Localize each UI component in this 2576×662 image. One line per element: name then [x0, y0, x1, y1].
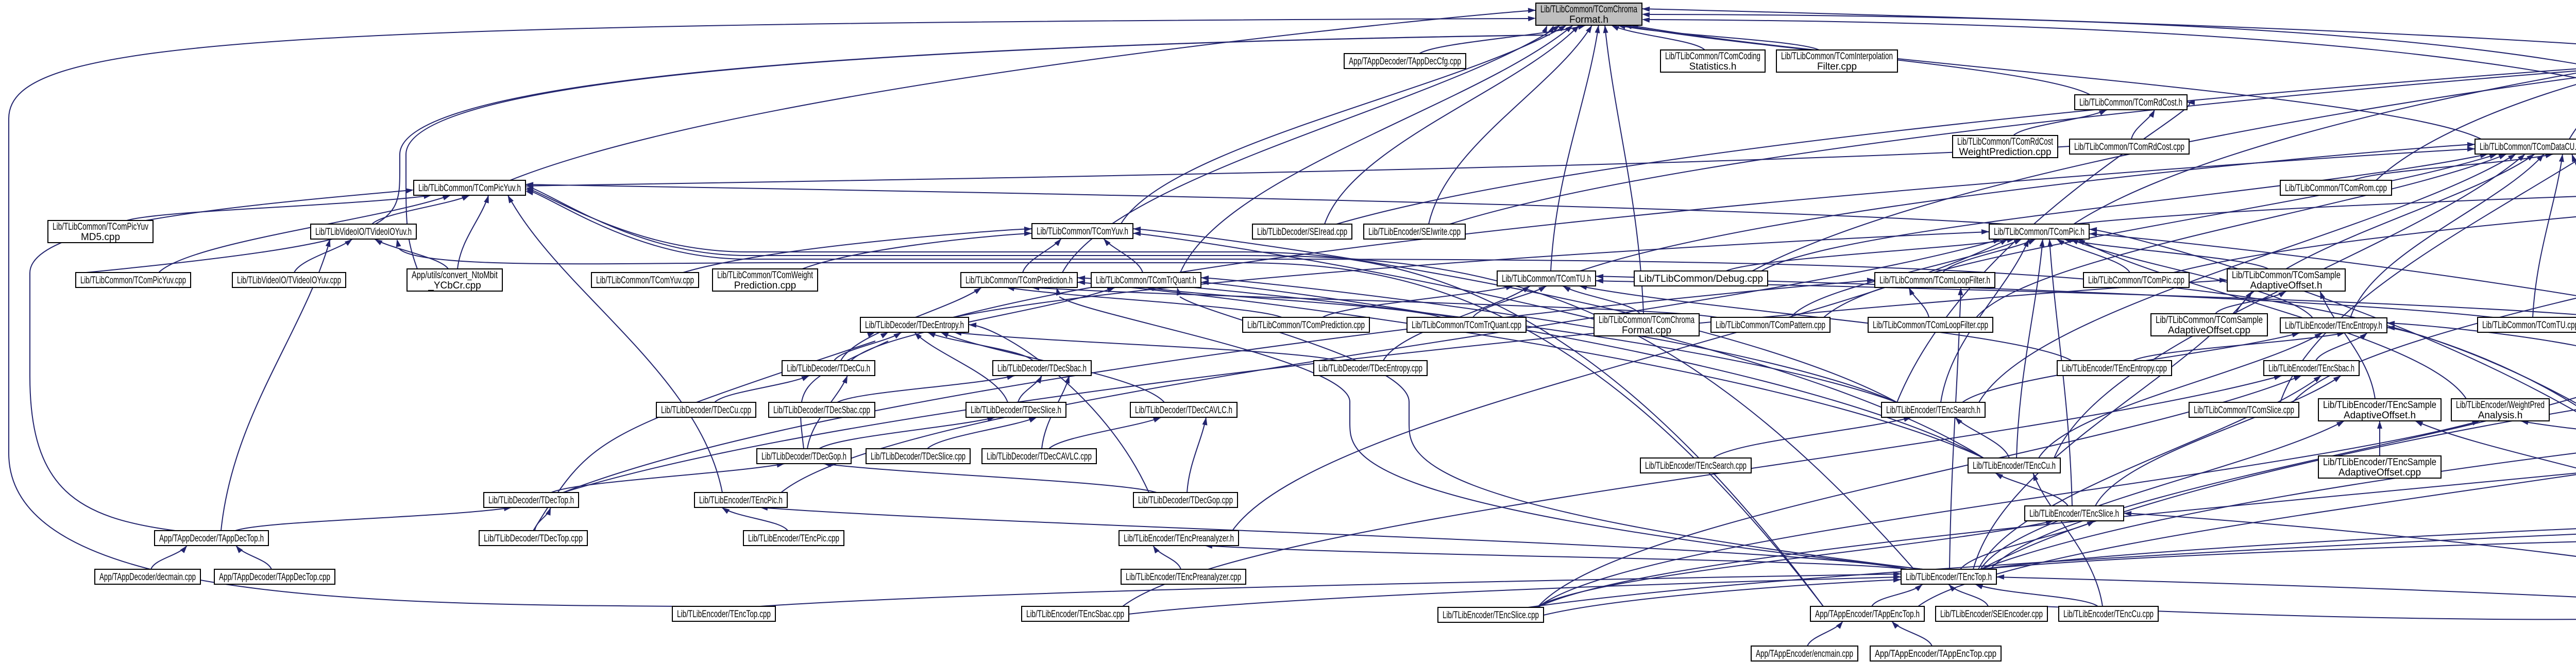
svg-text:Lib/TLibCommon/TComRdCost.cpp: Lib/TLibCommon/TComRdCost.cpp — [2074, 142, 2184, 152]
svg-text:Lib/TLibEncoder/SEIwrite.cpp: Lib/TLibEncoder/SEIwrite.cpp — [1368, 227, 1461, 237]
svg-text:Lib/TLibCommon/TComSlice.cpp: Lib/TLibCommon/TComSlice.cpp — [2194, 405, 2294, 416]
svg-text:Lib/TLibEncoder/TEncSearch.cpp: Lib/TLibEncoder/TEncSearch.cpp — [1645, 461, 1747, 471]
svg-text:Lib/TLibEncoder/WeightPred: Lib/TLibEncoder/WeightPred — [2456, 400, 2545, 411]
svg-text:Lib/TLibCommon/TComPicYuv.h: Lib/TLibCommon/TComPicYuv.h — [418, 183, 521, 194]
svg-text:Lib/TLibCommon/TComRdCost.h: Lib/TLibCommon/TComRdCost.h — [2079, 97, 2182, 108]
svg-text:MD5.cpp: MD5.cpp — [81, 232, 120, 243]
svg-text:Lib/TLibDecoder/TDecEntropy.h: Lib/TLibDecoder/TDecEntropy.h — [865, 320, 964, 331]
svg-text:Lib/TLibDecoder/TDecCu.h: Lib/TLibDecoder/TDecCu.h — [787, 363, 870, 374]
svg-text:AdaptiveOffset.cpp: AdaptiveOffset.cpp — [2168, 325, 2250, 336]
svg-text:Lib/TLibCommon/TComTrQuant.h: Lib/TLibCommon/TComTrQuant.h — [1096, 275, 1196, 286]
svg-text:Lib/TLibDecoder/TDecSlice.cpp: Lib/TLibDecoder/TDecSlice.cpp — [871, 451, 965, 462]
svg-text:Lib/TLibCommon/TComChroma: Lib/TLibCommon/TComChroma — [1540, 4, 1637, 15]
svg-text:Lib/TLibCommon/TComLoopFilter.: Lib/TLibCommon/TComLoopFilter.h — [1879, 275, 1990, 286]
svg-text:Lib/TLibEncoder/TEncTop.h: Lib/TLibEncoder/TEncTop.h — [1906, 572, 1992, 583]
svg-text:Lib/TLibCommon/TComTrQuant.cpp: Lib/TLibCommon/TComTrQuant.cpp — [1412, 320, 1521, 331]
svg-text:App/TAppDecoder/TAppDecTop.cpp: App/TAppDecoder/TAppDecTop.cpp — [219, 572, 330, 583]
svg-text:Lib/TLibEncoder/TEncSlice.cpp: Lib/TLibEncoder/TEncSlice.cpp — [1443, 610, 1539, 621]
svg-text:Format.h: Format.h — [1569, 14, 1608, 25]
svg-text:Lib/TLibDecoder/TDecGop.h: Lib/TLibDecoder/TDecGop.h — [761, 451, 846, 462]
svg-text:Lib/TLibDecoder/TDecCu.cpp: Lib/TLibDecoder/TDecCu.cpp — [661, 405, 751, 416]
svg-text:Lib/TLibEncoder/SEIEncoder.cpp: Lib/TLibEncoder/SEIEncoder.cpp — [1940, 609, 2043, 620]
svg-text:Lib/TLibDecoder/TDecSbac.cpp: Lib/TLibDecoder/TDecSbac.cpp — [773, 405, 870, 416]
svg-text:Lib/TLibEncoder/TEncEntropy.cp: Lib/TLibEncoder/TEncEntropy.cpp — [2062, 363, 2167, 374]
svg-text:WeightPrediction.cpp: WeightPrediction.cpp — [1959, 147, 2051, 158]
svg-text:_YCbCr.cpp: _YCbCr.cpp — [428, 280, 481, 291]
svg-text:Lib/TLibEncoder/TEncEntropy.h: Lib/TLibEncoder/TEncEntropy.h — [2285, 320, 2382, 331]
svg-text:Lib/TLibCommon/TComPicYuv.cpp: Lib/TLibCommon/TComPicYuv.cpp — [80, 275, 186, 286]
svg-text:Lib/TLibCommon/TComYuv.cpp: Lib/TLibCommon/TComYuv.cpp — [596, 275, 694, 286]
svg-text:Lib/TLibCommon/TComPicYuv: Lib/TLibCommon/TComPicYuv — [53, 222, 148, 232]
svg-text:Lib/TLibEncoder/TEncCu.cpp: Lib/TLibEncoder/TEncCu.cpp — [2063, 609, 2154, 620]
svg-text:Lib/TLibEncoder/TEncSlice.h: Lib/TLibEncoder/TEncSlice.h — [2029, 508, 2119, 519]
svg-text:Prediction.cpp: Prediction.cpp — [734, 280, 796, 291]
svg-text:Lib/TLibDecoder/TDecTop.cpp: Lib/TLibDecoder/TDecTop.cpp — [484, 533, 583, 544]
svg-text:Lib/TLibCommon/TComYuv.h: Lib/TLibCommon/TComYuv.h — [1037, 226, 1128, 237]
svg-text:Lib/TLibEncoder/TEncPic.cpp: Lib/TLibEncoder/TEncPic.cpp — [748, 533, 839, 544]
svg-text:Lib/TLibEncoder/TEncPreanalyze: Lib/TLibEncoder/TEncPreanalyzer.cpp — [1126, 572, 1241, 583]
svg-text:Lib/TLibCommon/TComSample: Lib/TLibCommon/TComSample — [2156, 315, 2263, 326]
svg-text:Lib/TLibEncoder/TEncSample: Lib/TLibEncoder/TEncSample — [2323, 400, 2436, 411]
svg-text:Lib/TLibCommon/TComTU.h: Lib/TLibCommon/TComTU.h — [1502, 274, 1591, 284]
svg-text:Filter.cpp: Filter.cpp — [1817, 61, 1857, 72]
svg-text:Lib/TLibDecoder/TDecSlice.h: Lib/TLibDecoder/TDecSlice.h — [971, 405, 1061, 416]
svg-text:Lib/TLibCommon/TComTU.cpp: Lib/TLibCommon/TComTU.cpp — [2482, 320, 2576, 331]
svg-text:Lib/TLibCommon/TComChroma: Lib/TLibCommon/TComChroma — [1599, 315, 1694, 326]
svg-text:Lib/TLibCommon/Debug.cpp: Lib/TLibCommon/Debug.cpp — [1639, 274, 1763, 284]
svg-text:Lib/TLibDecoder/SEIread.cpp: Lib/TLibDecoder/SEIread.cpp — [1257, 227, 1347, 237]
svg-text:Lib/TLibCommon/TComDataCU.h: Lib/TLibCommon/TComDataCU.h — [2480, 142, 2576, 152]
svg-text:App/TAppEncoder/TAppEncTop.h: App/TAppEncoder/TAppEncTop.h — [1815, 609, 1920, 620]
svg-text:Lib/TLibCommon/TComPic.cpp: Lib/TLibCommon/TComPic.cpp — [2088, 275, 2184, 286]
svg-text:Lib/TLibEncoder/TEncSbac.h: Lib/TLibEncoder/TEncSbac.h — [2268, 363, 2354, 374]
svg-text:Lib/TLibDecoder/TDecCAVLC.cpp: Lib/TLibDecoder/TDecCAVLC.cpp — [987, 451, 1092, 462]
svg-text:Lib/TLibEncoder/TEncSbac.cpp: Lib/TLibEncoder/TEncSbac.cpp — [1026, 609, 1124, 620]
svg-text:App/TAppDecoder/TAppDecTop.h: App/TAppDecoder/TAppDecTop.h — [159, 533, 264, 544]
svg-text:Analysis.h: Analysis.h — [2478, 410, 2523, 421]
svg-text:Lib/TLibVideoIO/TVideoIOYuv.cp: Lib/TLibVideoIO/TVideoIOYuv.cpp — [237, 275, 341, 286]
svg-text:Lib/TLibCommon/TComPrediction.: Lib/TLibCommon/TComPrediction.h — [965, 275, 1073, 286]
svg-text:Lib/TLibCommon/TComRdCost: Lib/TLibCommon/TComRdCost — [1957, 137, 2054, 147]
svg-text:Lib/TLibDecoder/TDecSbac.h: Lib/TLibDecoder/TDecSbac.h — [997, 363, 1087, 374]
svg-text:AdaptiveOffset.h: AdaptiveOffset.h — [2250, 280, 2322, 291]
svg-text:App/utils/convert_NtoMbit: App/utils/convert_NtoMbit — [412, 270, 498, 281]
svg-text:Lib/TLibVideoIO/TVideoIOYuv.h: Lib/TLibVideoIO/TVideoIOYuv.h — [315, 227, 412, 237]
svg-text:Lib/TLibDecoder/TDecGop.cpp: Lib/TLibDecoder/TDecGop.cpp — [1138, 495, 1233, 506]
svg-text:AdaptiveOffset.cpp: AdaptiveOffset.cpp — [2338, 467, 2421, 478]
svg-text:Lib/TLibCommon/TComPic.h: Lib/TLibCommon/TComPic.h — [1994, 227, 2084, 237]
svg-text:Lib/TLibCommon/TComPattern.cpp: Lib/TLibCommon/TComPattern.cpp — [1716, 320, 1825, 331]
svg-text:Lib/TLibCommon/TComLoopFilter.: Lib/TLibCommon/TComLoopFilter.cpp — [1873, 320, 1988, 331]
svg-text:App/TAppEncoder/encmain.cpp: App/TAppEncoder/encmain.cpp — [1756, 649, 1853, 659]
svg-text:Lib/TLibCommon/TComSample: Lib/TLibCommon/TComSample — [2232, 270, 2341, 281]
svg-text:Lib/TLibCommon/TComCoding: Lib/TLibCommon/TComCoding — [1665, 51, 1760, 62]
svg-text:Lib/TLibCommon/TComPrediction.: Lib/TLibCommon/TComPrediction.cpp — [1247, 320, 1365, 331]
svg-text:Lib/TLibEncoder/TEncSearch.h: Lib/TLibEncoder/TEncSearch.h — [1886, 405, 1980, 416]
svg-text:Lib/TLibEncoder/TEncCu.h: Lib/TLibEncoder/TEncCu.h — [1973, 461, 2056, 471]
svg-text:Lib/TLibDecoder/TDecCAVLC.h: Lib/TLibDecoder/TDecCAVLC.h — [1135, 405, 1232, 416]
svg-text:Lib/TLibEncoder/TEncPic.h: Lib/TLibEncoder/TEncPic.h — [699, 495, 783, 506]
svg-text:Lib/TLibEncoder/TEncSample: Lib/TLibEncoder/TEncSample — [2323, 457, 2436, 468]
svg-text:Lib/TLibCommon/TComRom.cpp: Lib/TLibCommon/TComRom.cpp — [2285, 183, 2387, 194]
svg-text:Lib/TLibEncoder/TEncTop.cpp: Lib/TLibEncoder/TEncTop.cpp — [677, 609, 771, 620]
svg-text:Lib/TLibCommon/TComWeight: Lib/TLibCommon/TComWeight — [717, 270, 814, 281]
svg-text:App/TAppEncoder/TAppEncTop.cpp: App/TAppEncoder/TAppEncTop.cpp — [1875, 649, 1996, 659]
svg-text:Lib/TLibCommon/TComInterpolati: Lib/TLibCommon/TComInterpolation — [1781, 51, 1893, 62]
svg-text:App/TAppDecoder/decmain.cpp: App/TAppDecoder/decmain.cpp — [99, 572, 196, 583]
svg-text:AdaptiveOffset.h: AdaptiveOffset.h — [2344, 410, 2416, 421]
svg-text:Format.cpp: Format.cpp — [1622, 325, 1671, 336]
svg-text:App/TAppDecoder/TAppDecCfg.cpp: App/TAppDecoder/TAppDecCfg.cpp — [1349, 56, 1461, 67]
svg-text:Lib/TLibEncoder/TEncPreanalyze: Lib/TLibEncoder/TEncPreanalyzer.h — [1124, 533, 1234, 544]
svg-text:Lib/TLibDecoder/TDecTop.h: Lib/TLibDecoder/TDecTop.h — [488, 495, 574, 506]
svg-text:Statistics.h: Statistics.h — [1689, 61, 1737, 72]
svg-text:Lib/TLibDecoder/TDecEntropy.cp: Lib/TLibDecoder/TDecEntropy.cpp — [1318, 363, 1422, 374]
